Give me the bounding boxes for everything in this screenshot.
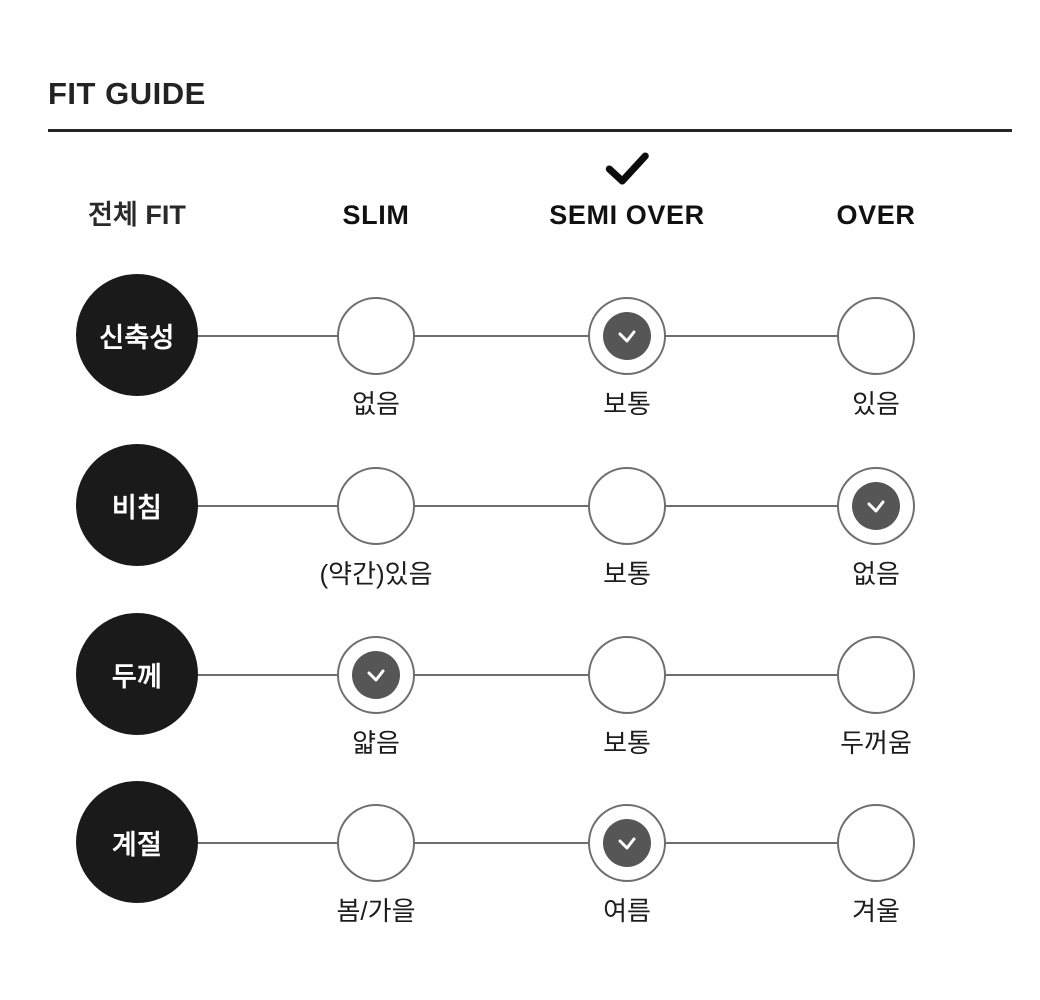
option-caption: 봄/가을 [336,896,416,926]
table-row: 두께 얇음 보통 [0,609,1040,779]
row-track-line [137,674,876,676]
option-circle[interactable] [588,297,666,375]
row-track-line [137,335,876,337]
option-caption: 두꺼움 [840,728,912,758]
option-caption: 보통 [603,389,651,419]
row-label-badge: 계절 [76,781,198,903]
option-circle[interactable] [588,804,666,882]
option-circle[interactable] [337,467,415,545]
option-node-over[interactable]: 두꺼움 [837,636,915,758]
check-circle-icon [603,819,651,867]
option-node-semi-over[interactable]: 보통 [588,636,666,758]
option-node-semi-over[interactable]: 여름 [588,804,666,926]
option-caption: 보통 [603,728,651,758]
option-caption: 없음 [352,389,400,419]
column-header-semi-over-text: SEMI OVER [549,200,705,230]
column-header-slim-text: SLIM [342,200,410,230]
column-header-over: OVER [837,196,916,234]
option-caption: 보통 [603,559,651,589]
option-node-slim[interactable]: (약간)있음 [320,467,433,589]
row-track-line [137,842,876,844]
row-label-badge: 신축성 [76,274,198,396]
option-node-over[interactable]: 겨울 [837,804,915,926]
fit-header-row: 전체 FIT SLIM SEMI OVER OVER [0,152,1040,240]
option-caption: (약간)있음 [319,559,433,589]
page-title: FIT GUIDE [48,76,206,111]
option-caption: 있음 [852,389,900,419]
row-label-badge: 두께 [76,613,198,735]
option-node-over[interactable]: 없음 [837,467,915,589]
check-icon [604,152,650,186]
option-caption: 겨울 [852,896,900,926]
option-node-over[interactable]: 있음 [837,297,915,419]
check-circle-icon [852,482,900,530]
row-label-badge: 비침 [76,444,198,566]
option-circle[interactable] [837,297,915,375]
table-row: 비침 (약간)있음 보통 [0,440,1040,610]
option-circle[interactable] [588,636,666,714]
row-label-text: 비침 [111,492,163,523]
check-circle-icon [352,651,400,699]
option-circle[interactable] [337,804,415,882]
column-header-semi-over: SEMI OVER [549,152,705,234]
option-node-slim[interactable]: 봄/가을 [337,804,415,926]
option-circle[interactable] [337,636,415,714]
option-circle[interactable] [588,467,666,545]
option-caption: 여름 [603,896,651,926]
row-label-text: 신축성 [99,322,175,353]
option-node-semi-over[interactable]: 보통 [588,297,666,419]
row-label-text: 계절 [111,829,163,860]
option-circle[interactable] [837,804,915,882]
option-circle[interactable] [837,467,915,545]
title-divider [48,129,1012,132]
column-header-label: 전체 FIT [88,200,186,230]
row-label-text: 두께 [111,661,163,692]
column-header-over-text: OVER [836,200,916,230]
option-circle[interactable] [337,297,415,375]
table-row: 계절 봄/가을 여름 [0,777,1040,947]
check-circle-icon [603,312,651,360]
column-header-slim: SLIM [343,196,410,234]
option-caption: 얇음 [352,728,400,758]
option-caption: 없음 [852,559,900,589]
table-row: 신축성 없음 보통 [0,270,1040,440]
option-node-slim[interactable]: 얇음 [337,636,415,758]
option-circle[interactable] [837,636,915,714]
option-node-semi-over[interactable]: 보통 [588,467,666,589]
option-node-slim[interactable]: 없음 [337,297,415,419]
row-track-line [137,505,876,507]
